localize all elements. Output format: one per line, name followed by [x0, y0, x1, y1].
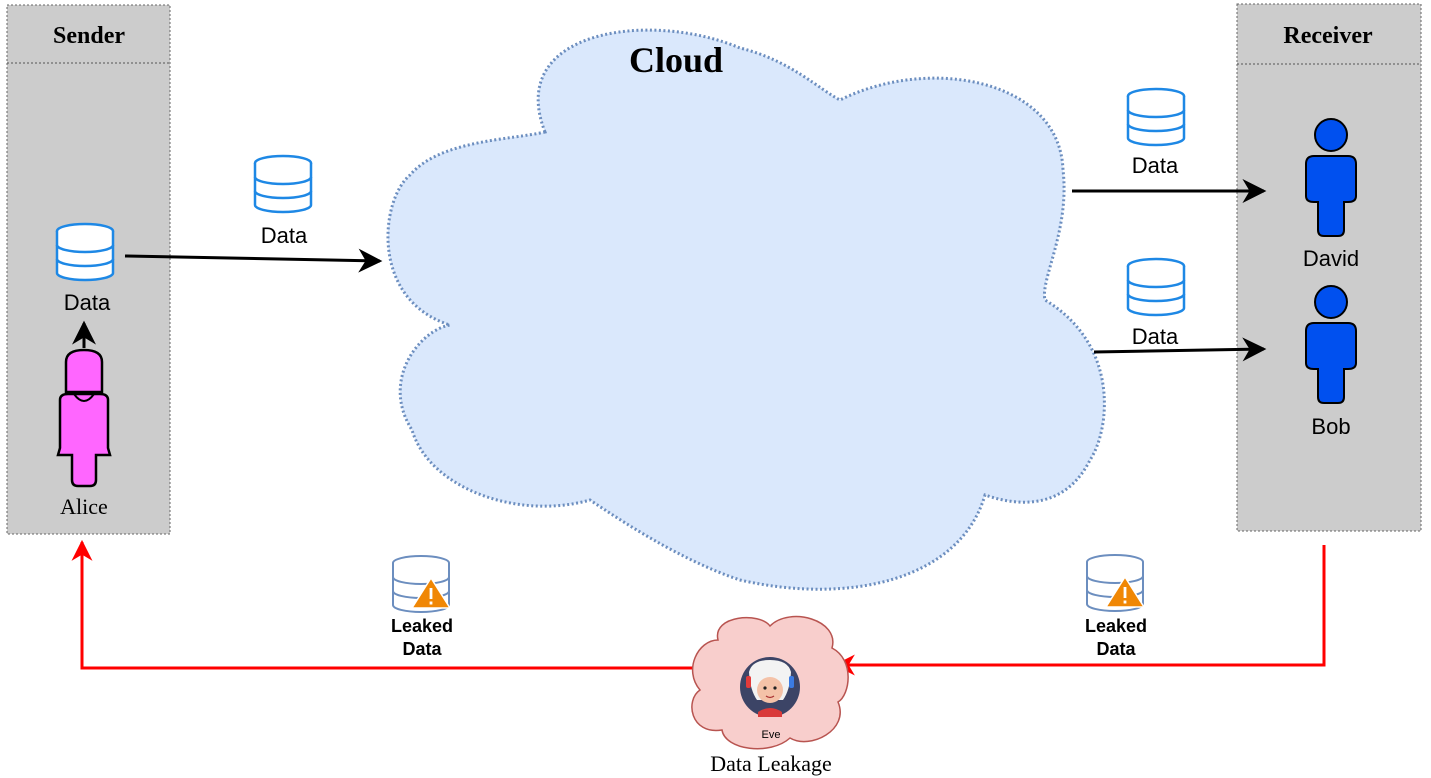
- sender-title: Sender: [53, 23, 125, 49]
- eve-avatar: [740, 657, 800, 717]
- bob-database-icon: [1126, 257, 1186, 317]
- right-leaked-database-warning-icon: [1086, 554, 1145, 612]
- data-leakage-caption: Data Leakage: [710, 751, 832, 776]
- receiver-to-eve-leak-arrow: [833, 545, 1326, 676]
- cloud-title: Cloud: [629, 40, 723, 80]
- left-leaked-database-warning-icon: [392, 555, 451, 613]
- eve-label: Eve: [762, 729, 781, 741]
- bob-data-label: Data: [1132, 324, 1179, 349]
- sender-to-cloud-arrow: [124, 248, 383, 273]
- sender-data-label: Data: [64, 290, 111, 315]
- bob-label: Bob: [1311, 414, 1350, 439]
- alice-label: Alice: [60, 494, 108, 519]
- left-leaked-label-line1: Leaked: [391, 616, 453, 636]
- eve-to-sender-leak-arrow: [71, 539, 697, 670]
- david-label: David: [1303, 246, 1359, 271]
- cloud-shape: Cloud: [386, 28, 1106, 591]
- receiver-title: Receiver: [1283, 23, 1373, 49]
- right-leaked-label-line1: Leaked: [1085, 616, 1147, 636]
- receiver-panel: Receiver: [1236, 3, 1422, 532]
- alice-person-icon: [56, 348, 112, 488]
- upload-data-label: Data: [261, 223, 308, 248]
- david-data-label: Data: [1132, 153, 1179, 178]
- right-leaked-label-line2: Data: [1096, 639, 1136, 659]
- cloud-to-bob-arrow: [1093, 337, 1267, 362]
- left-leaked-label-line2: Data: [402, 639, 442, 659]
- david-database-icon: [1126, 87, 1186, 147]
- sender-database-icon: [55, 222, 115, 282]
- upload-database-icon: [253, 154, 313, 214]
